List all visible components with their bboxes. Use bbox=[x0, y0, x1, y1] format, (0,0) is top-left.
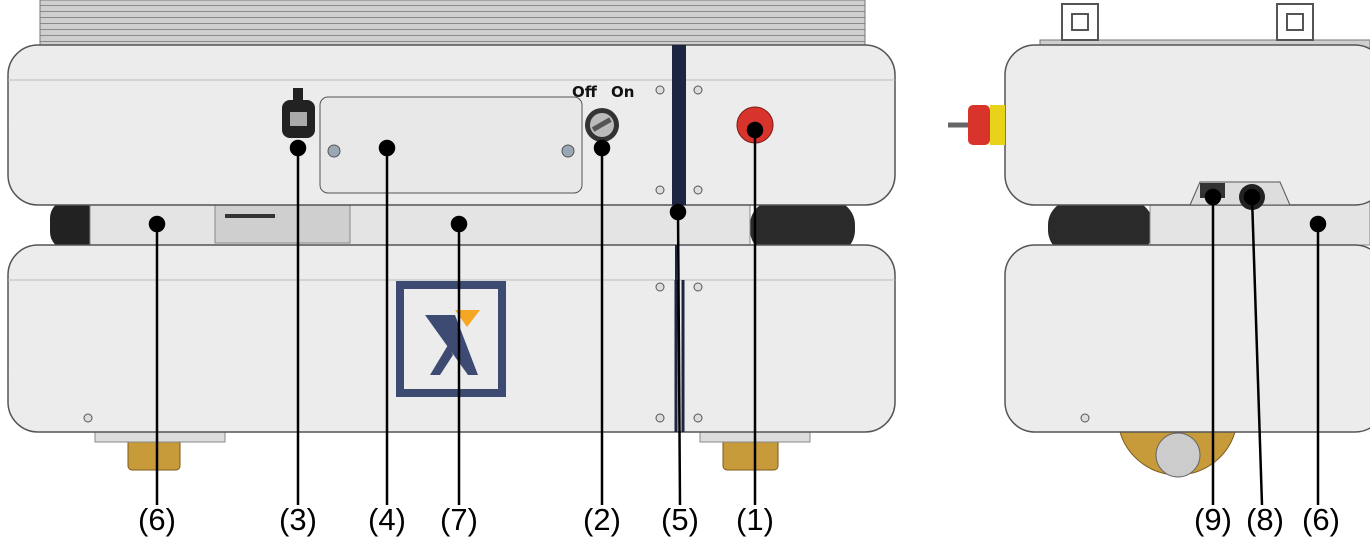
key-switch bbox=[585, 108, 619, 142]
callout-label: (5) bbox=[661, 502, 699, 537]
drive-wheel-right bbox=[750, 200, 855, 255]
usb-connector bbox=[282, 88, 315, 138]
light-strip bbox=[672, 45, 686, 205]
profile-icon bbox=[1061, 3, 1314, 41]
callout-label: (8) bbox=[1246, 502, 1284, 537]
switch-label-off: Off bbox=[572, 83, 597, 101]
callout-label: (4) bbox=[368, 502, 406, 537]
cover-panel bbox=[319, 96, 583, 194]
drive-wheel-left bbox=[50, 200, 95, 250]
callout-lines bbox=[148, 121, 1327, 506]
callout-label: (6) bbox=[138, 502, 176, 537]
callout-label: (1) bbox=[736, 502, 774, 537]
front-view bbox=[7, 0, 896, 471]
brand-logo bbox=[396, 281, 506, 397]
top-plate bbox=[39, 0, 866, 47]
side-upper-body bbox=[1004, 44, 1370, 206]
callout-label: (2) bbox=[583, 502, 621, 537]
callout-label: (6) bbox=[1302, 502, 1340, 537]
side-emergency-stop bbox=[948, 105, 1005, 145]
callout-label: (7) bbox=[440, 502, 478, 537]
callout-label: (9) bbox=[1194, 502, 1232, 537]
side-view bbox=[948, 3, 1370, 478]
callout-label: (3) bbox=[279, 502, 317, 537]
switch-label-on: On bbox=[611, 83, 635, 101]
middle-cover bbox=[89, 199, 751, 251]
side-lower-body bbox=[1004, 244, 1370, 433]
